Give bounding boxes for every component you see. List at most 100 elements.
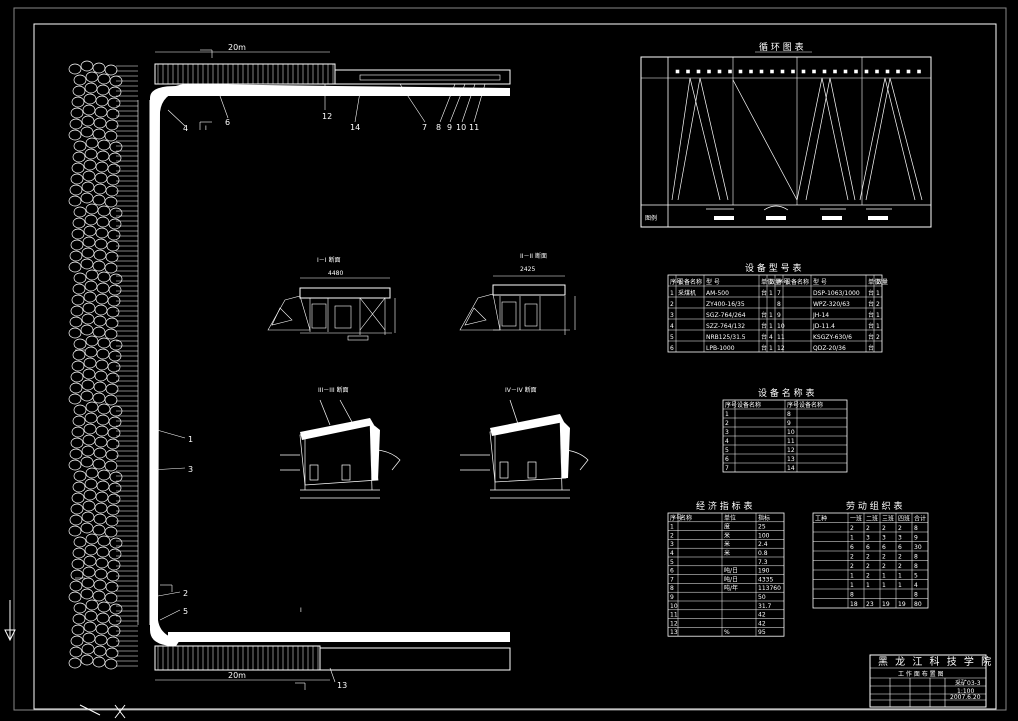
table-cell: 8 <box>914 554 918 561</box>
table-cell: 12 <box>777 345 785 352</box>
table-cell: 6 <box>670 345 674 352</box>
table-cell: 台 <box>868 344 874 352</box>
table-header-cell: 序号 <box>670 514 682 522</box>
table-header-cell: 合计 <box>914 515 926 523</box>
title-block-scale: 1:100 <box>957 688 974 695</box>
callout-5: 5 <box>183 607 188 616</box>
table-cell: 11 <box>670 612 678 619</box>
table-cell: 2 <box>876 301 880 308</box>
table-cell: 台 <box>761 322 767 330</box>
table-header-cell: 设备名称 <box>799 401 823 409</box>
section-I: I－I 断面 4480 <box>267 256 396 341</box>
table-cell: 4 <box>769 334 773 341</box>
table-cell: 4 <box>914 582 918 589</box>
table-cell: 7 <box>777 290 781 297</box>
table-cell: 9 <box>787 420 791 427</box>
table-cell: 台 <box>868 289 874 297</box>
dim-bottom: 20m <box>228 671 246 680</box>
table-cell: 30 <box>914 544 922 551</box>
table-cell: 19 <box>882 601 890 608</box>
table-cell: 1 <box>850 535 854 542</box>
table-cell: 8 <box>914 525 918 532</box>
table-cell: 2 <box>670 301 674 308</box>
table-header-cell: 设备名称 <box>678 278 702 286</box>
table-cell: 2 <box>725 420 729 427</box>
table-cell: 8 <box>914 592 918 599</box>
table-cell: 8 <box>670 585 674 592</box>
table-cell: 18 <box>850 601 858 608</box>
table-cell: 2 <box>866 554 870 561</box>
table-title: 经 济 指 标 表 <box>696 500 752 512</box>
table-cell: 6 <box>866 544 870 551</box>
table-cell: LPB-1000 <box>706 345 735 352</box>
table-cell: KSGZY-630/6 <box>813 334 852 341</box>
table-cell: 11 <box>787 438 795 445</box>
table-cell: WPZ-320/63 <box>813 301 850 308</box>
callout-8: 8 <box>436 123 441 132</box>
table-header-cell: 工种 <box>815 515 827 523</box>
callout-1: 1 <box>188 435 193 444</box>
table-cell: 8 <box>787 411 791 418</box>
table-cell: 2 <box>850 525 854 532</box>
table-header-cell: 名称 <box>680 514 692 522</box>
table-cell: 4 <box>670 550 674 557</box>
callout-12: 12 <box>322 112 332 121</box>
table-cell: 2 <box>850 554 854 561</box>
table-title: 设 备 型 号 表 <box>745 262 801 274</box>
table-cell: 2 <box>898 554 902 561</box>
table-title: 设 备 名 称 表 <box>758 387 814 399</box>
table-cell: 7 <box>725 465 729 472</box>
table-cell: 23 <box>866 601 874 608</box>
bottom-roadway-floor <box>168 632 510 642</box>
table-header-cell: 一班 <box>850 515 862 523</box>
table-cell: 4 <box>670 323 674 330</box>
table-cell: 42 <box>758 612 766 619</box>
table-cell: 80 <box>914 601 922 608</box>
table-cell: 台 <box>868 333 874 341</box>
callout-6: 6 <box>225 118 230 127</box>
table-cell: NRB125/31.5 <box>706 334 746 341</box>
table-cell: 台 <box>761 333 767 341</box>
table-cell: 6 <box>882 544 886 551</box>
dim-top: 20m <box>228 43 246 52</box>
section-mark-bottom: I <box>300 607 302 614</box>
table-cell: 台 <box>761 311 767 319</box>
table-cell: 台 <box>868 311 874 319</box>
table-cell: 100 <box>758 532 770 539</box>
table-cell: 1 <box>850 582 854 589</box>
table-header-cell: 单位 <box>868 278 880 286</box>
section-IV-title: IV－IV 断面 <box>505 386 537 394</box>
table-cell: 11 <box>777 334 785 341</box>
table-cell: 3 <box>725 429 729 436</box>
table-header-cell: 三班 <box>882 515 894 523</box>
table-header-cell: 二班 <box>866 515 878 523</box>
table-cell: 1 <box>866 582 870 589</box>
table-cell: JD-11.4 <box>812 323 835 330</box>
table-header-cell: 型 号 <box>813 278 827 286</box>
table-cell: 10 <box>777 323 785 330</box>
table-cell: AM-500 <box>706 290 729 297</box>
callout-3: 3 <box>188 465 193 474</box>
table-header-cell: 型 号 <box>706 278 720 286</box>
table-cell: 台 <box>868 300 874 308</box>
table-cell: 1 <box>882 573 886 580</box>
table-cell: % <box>724 629 730 636</box>
table-cell: 113760 <box>758 585 781 592</box>
table-cell: 19 <box>898 601 906 608</box>
table-header-cell: 序号 <box>725 401 737 409</box>
table-header-cell: 序号 <box>787 401 799 409</box>
table-cell: 8 <box>850 592 854 599</box>
table-cell: 190 <box>758 568 770 575</box>
table-cell: 7 <box>670 576 674 583</box>
table-cell: 9 <box>914 535 918 542</box>
table-cell: 度 <box>724 523 730 531</box>
table-cell: 4 <box>725 438 729 445</box>
title-block-drawing-no: 采矿03-3 <box>955 679 981 687</box>
table-cell: 台 <box>868 322 874 330</box>
table-cell: 6 <box>850 544 854 551</box>
table-cell: 50 <box>758 594 766 601</box>
